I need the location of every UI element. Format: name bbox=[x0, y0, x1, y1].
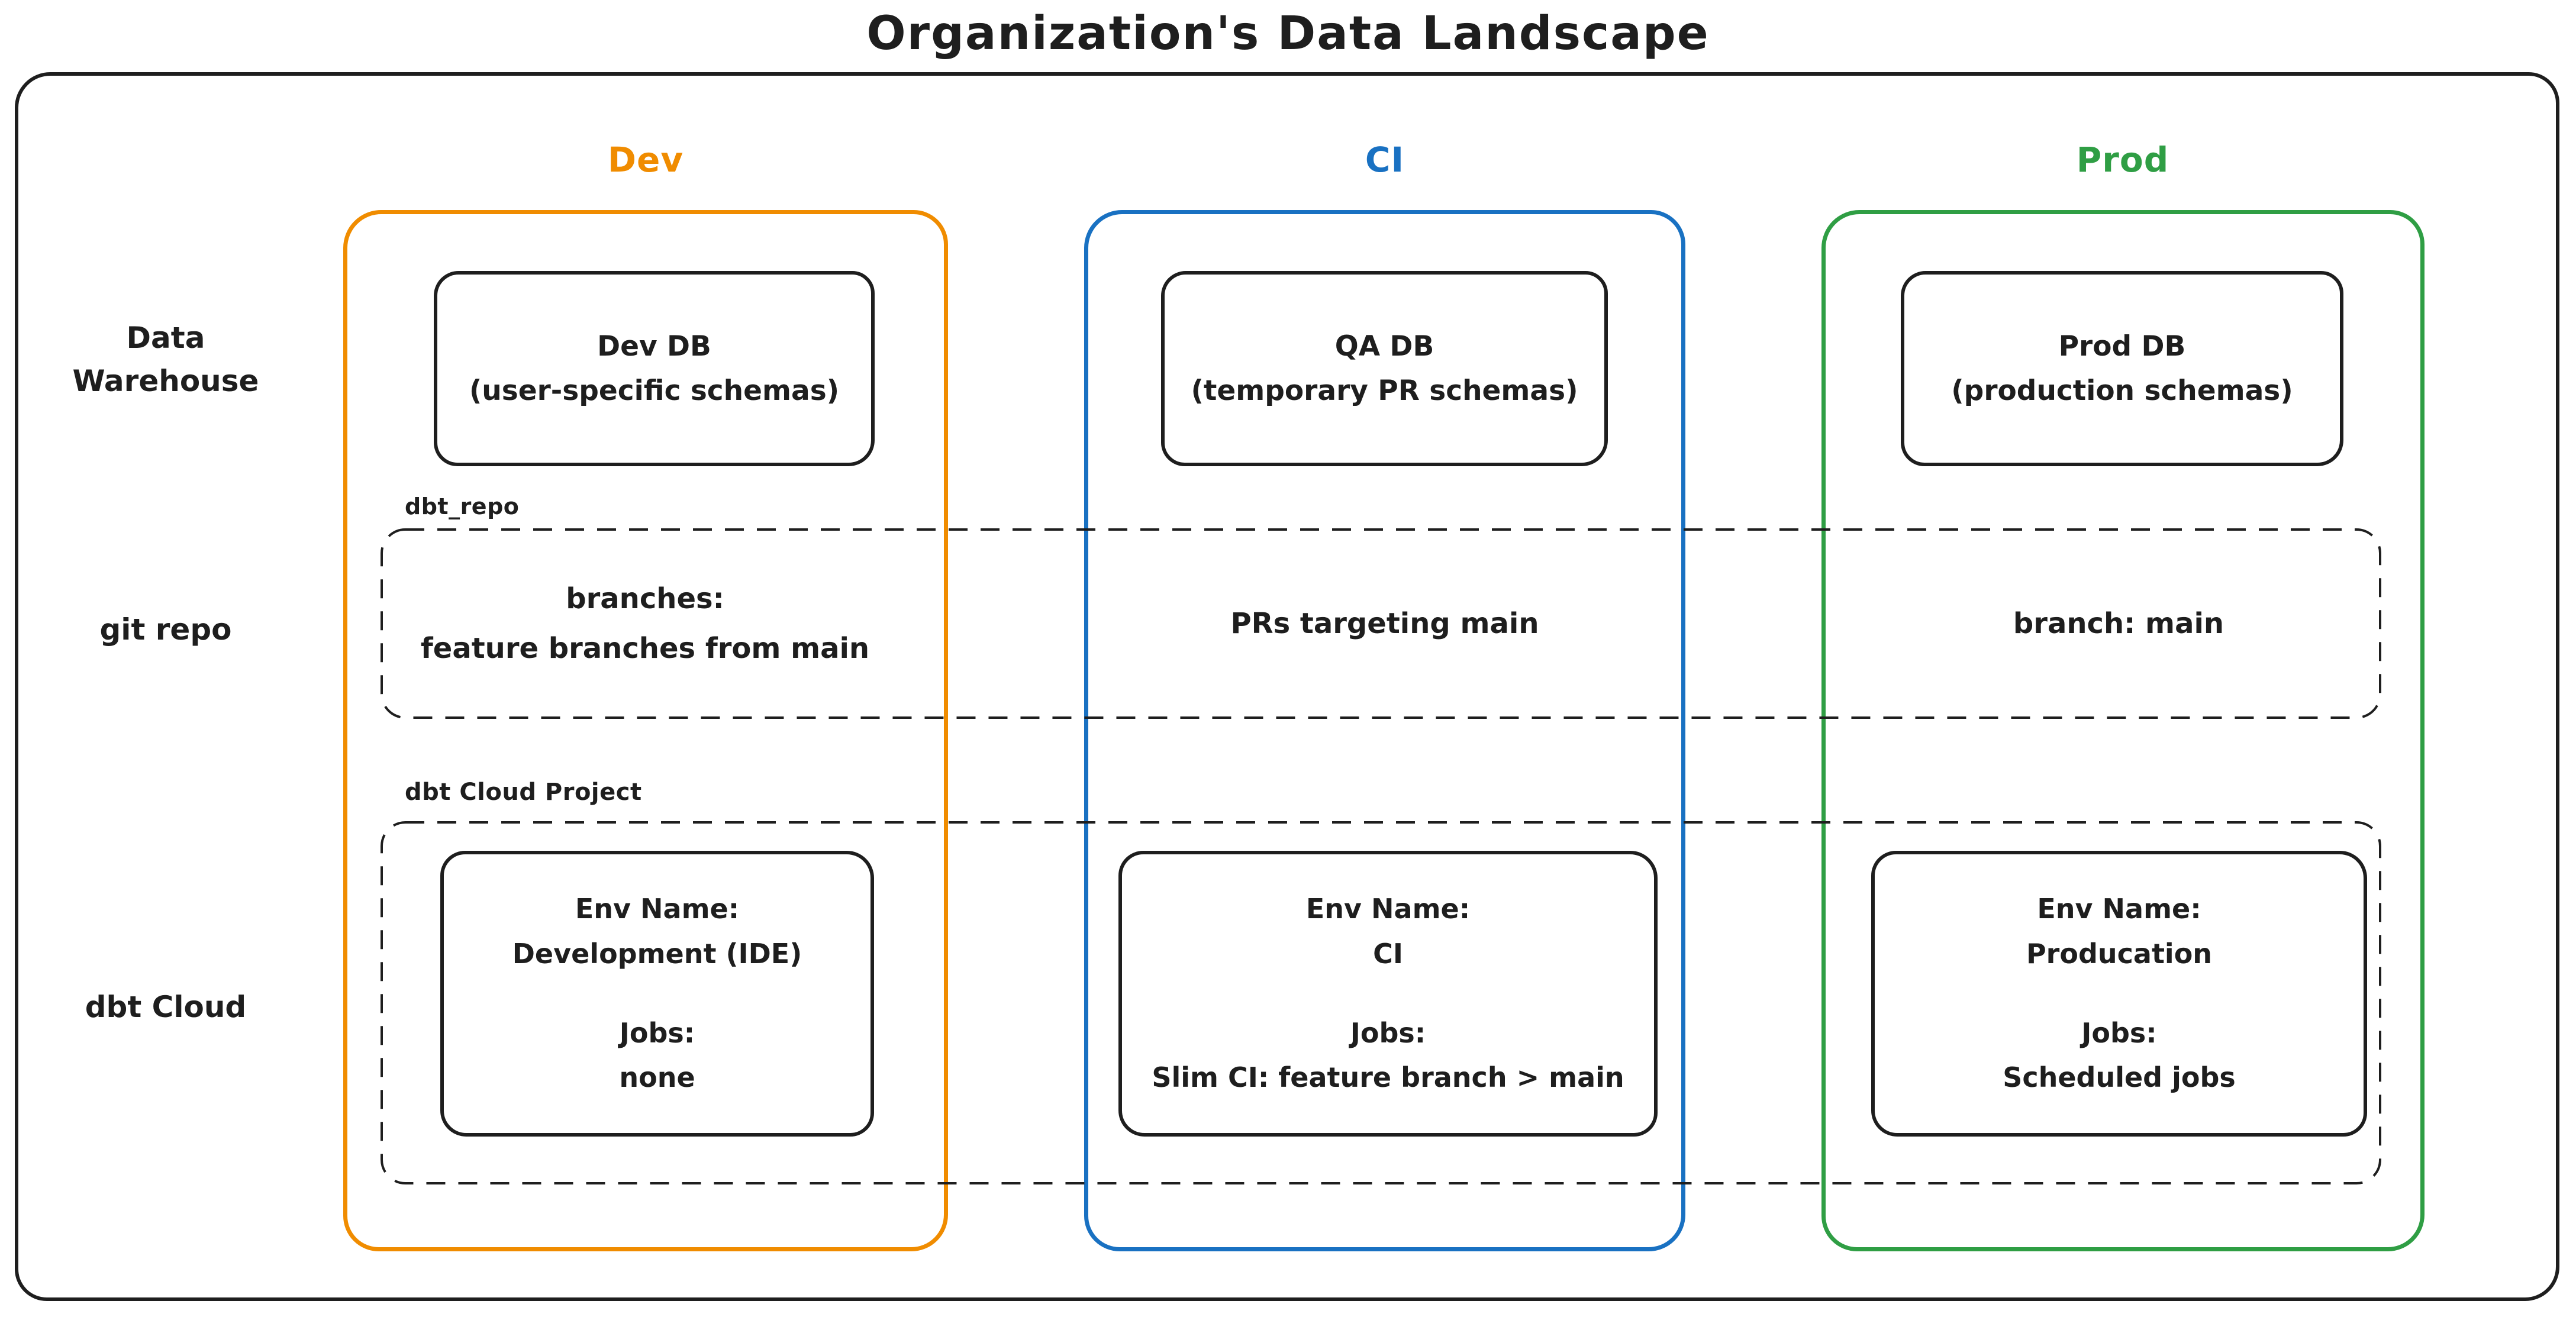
dev-db-title: Dev DB bbox=[597, 330, 711, 363]
column-header-ci: CI bbox=[1365, 140, 1405, 180]
prod-db-subtitle: (production schemas) bbox=[1951, 375, 2293, 407]
dev-jobs-label: Jobs: bbox=[619, 1016, 695, 1049]
prod-jobs-label: Jobs: bbox=[2081, 1016, 2157, 1049]
row-label-data-warehouse-line1: Data bbox=[126, 321, 205, 355]
column-header-dev: Dev bbox=[607, 140, 684, 180]
dev-db-subtitle: (user-specific schemas) bbox=[469, 375, 840, 407]
row-label-dbt-cloud: dbt Cloud bbox=[85, 990, 247, 1024]
row-label-data-warehouse: Data Warehouse bbox=[30, 317, 302, 402]
ci-env-name-label: Env Name: bbox=[1305, 892, 1471, 925]
qa-db-title: QA DB bbox=[1334, 330, 1434, 363]
ci-environment-container bbox=[1084, 210, 1685, 1251]
prod-env-name-value: Producation bbox=[2026, 937, 2213, 970]
dev-git-line1: branches: bbox=[566, 582, 724, 615]
prod-db-title: Prod DB bbox=[2058, 330, 2186, 363]
ci-git-prs-text: PRs targeting main bbox=[1095, 530, 1675, 718]
dev-db-box: Dev DB (user-specific schemas) bbox=[434, 271, 875, 466]
prod-jobs-value: Scheduled jobs bbox=[2003, 1061, 2236, 1094]
dev-git-branches-text: branches: feature branches from main bbox=[361, 530, 929, 718]
prod-db-box: Prod DB (production schemas) bbox=[1901, 271, 2343, 466]
dbt-cloud-project-box-label: dbt Cloud Project bbox=[405, 779, 642, 806]
git-repo-box-label: dbt_repo bbox=[405, 493, 520, 519]
prod-git-branch-text: branch: main bbox=[1829, 530, 2409, 718]
column-header-prod: Prod bbox=[2076, 140, 2169, 180]
prod-git-line1: branch: main bbox=[2013, 607, 2224, 640]
landscape-outer-box bbox=[15, 72, 2559, 1301]
dev-env-name-value: Development (IDE) bbox=[512, 937, 802, 970]
ci-env-name-value: CI bbox=[1373, 937, 1403, 970]
qa-db-box: QA DB (temporary PR schemas) bbox=[1161, 271, 1608, 466]
dev-env-box: Env Name: Development (IDE) Jobs: none bbox=[440, 851, 874, 1137]
prod-environment-container bbox=[1821, 210, 2425, 1251]
ci-jobs-value: Slim CI: feature branch > main bbox=[1152, 1061, 1624, 1094]
ci-jobs-label: Jobs: bbox=[1350, 1016, 1426, 1049]
diagram-title: Organization's Data Landscape bbox=[866, 7, 1710, 60]
row-label-data-warehouse-line2: Warehouse bbox=[72, 363, 259, 398]
dev-environment-container bbox=[343, 210, 948, 1251]
dev-git-line2: feature branches from main bbox=[420, 632, 870, 665]
qa-db-subtitle: (temporary PR schemas) bbox=[1191, 375, 1578, 407]
dev-jobs-value: none bbox=[619, 1061, 695, 1094]
dev-env-name-label: Env Name: bbox=[575, 892, 740, 925]
ci-env-box: Env Name: CI Jobs: Slim CI: feature bran… bbox=[1118, 851, 1658, 1137]
row-label-git-repo: git repo bbox=[99, 612, 232, 647]
ci-git-line1: PRs targeting main bbox=[1230, 607, 1539, 640]
prod-env-box: Env Name: Producation Jobs: Scheduled jo… bbox=[1871, 851, 2367, 1137]
prod-env-name-label: Env Name: bbox=[2037, 892, 2201, 925]
